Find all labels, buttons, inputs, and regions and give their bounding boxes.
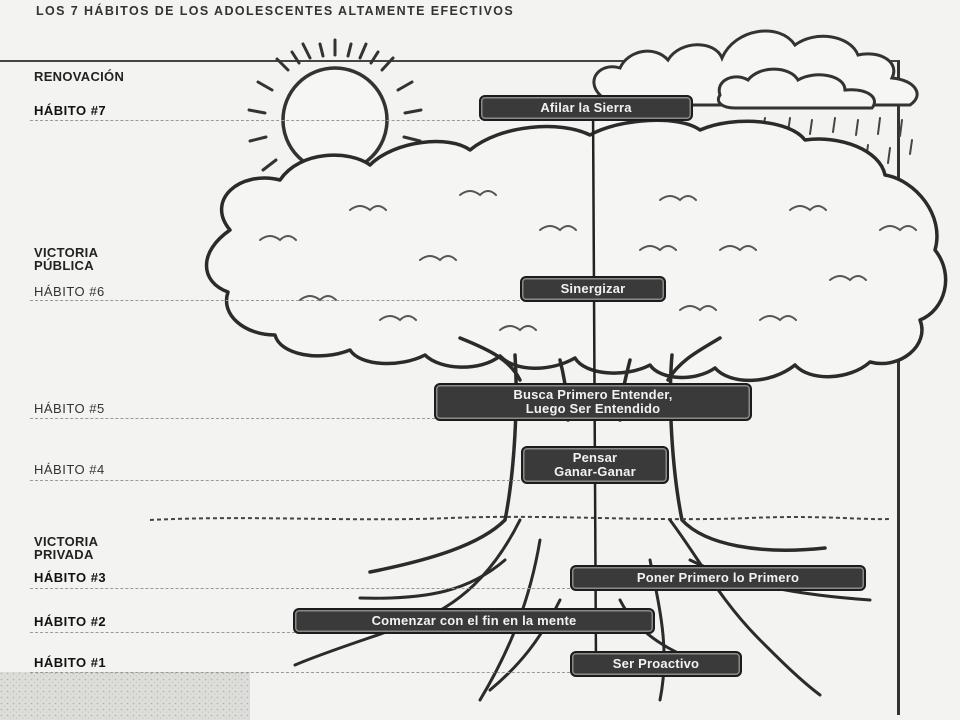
ground-texture bbox=[0, 672, 250, 720]
habit-label-6: HÁBITO #6 bbox=[34, 284, 105, 299]
habit-label-1: HÁBITO #1 bbox=[34, 655, 107, 670]
habit-label-4: HÁBITO #4 bbox=[34, 462, 105, 477]
cloud-icon bbox=[592, 29, 919, 110]
habit-2-comenzar-con-el-fin: Comenzar con el fin en la mente bbox=[293, 608, 655, 634]
habit-3-poner-primero-lo-primero: Poner Primero lo Primero bbox=[570, 565, 866, 591]
habit-label-3: HÁBITO #3 bbox=[34, 570, 107, 585]
guide-line-4 bbox=[30, 480, 520, 481]
guide-line-2 bbox=[30, 632, 295, 633]
guide-line-1 bbox=[30, 672, 570, 673]
habit-label-2: HÁBITO #2 bbox=[34, 614, 107, 629]
guide-line-6 bbox=[30, 300, 520, 301]
guide-line-7 bbox=[30, 120, 480, 121]
tree-canopy bbox=[204, 118, 948, 383]
habit-6-sinergizar: Sinergizar bbox=[520, 276, 666, 302]
habit-1-ser-proactivo: Ser Proactivo bbox=[570, 651, 742, 677]
section-renovacion: RENOVACIÓN bbox=[34, 69, 125, 84]
section-victoria-privada: VICTORIA PRIVADA bbox=[34, 534, 99, 562]
habit-4-pensar-ganar-ganar: Pensar Ganar-Ganar bbox=[521, 446, 669, 484]
section-victoria-publica: VICTORIA PÚBLICA bbox=[34, 245, 99, 273]
ground-line bbox=[149, 515, 891, 521]
guide-line-5 bbox=[30, 418, 435, 419]
habit-5-busca-primero-entender: Busca Primero Entender, Luego Ser Entend… bbox=[434, 383, 752, 421]
diagram-frame bbox=[0, 60, 900, 715]
guide-line-3 bbox=[30, 588, 570, 589]
habit-label-7: HÁBITO #7 bbox=[34, 103, 107, 118]
habit-label-5: HÁBITO #5 bbox=[34, 401, 105, 416]
habit-7-afilar-la-sierra: Afilar la Sierra bbox=[479, 95, 693, 121]
page-title: LOS 7 HÁBITOS DE LOS ADOLESCENTES ALTAME… bbox=[36, 4, 515, 18]
